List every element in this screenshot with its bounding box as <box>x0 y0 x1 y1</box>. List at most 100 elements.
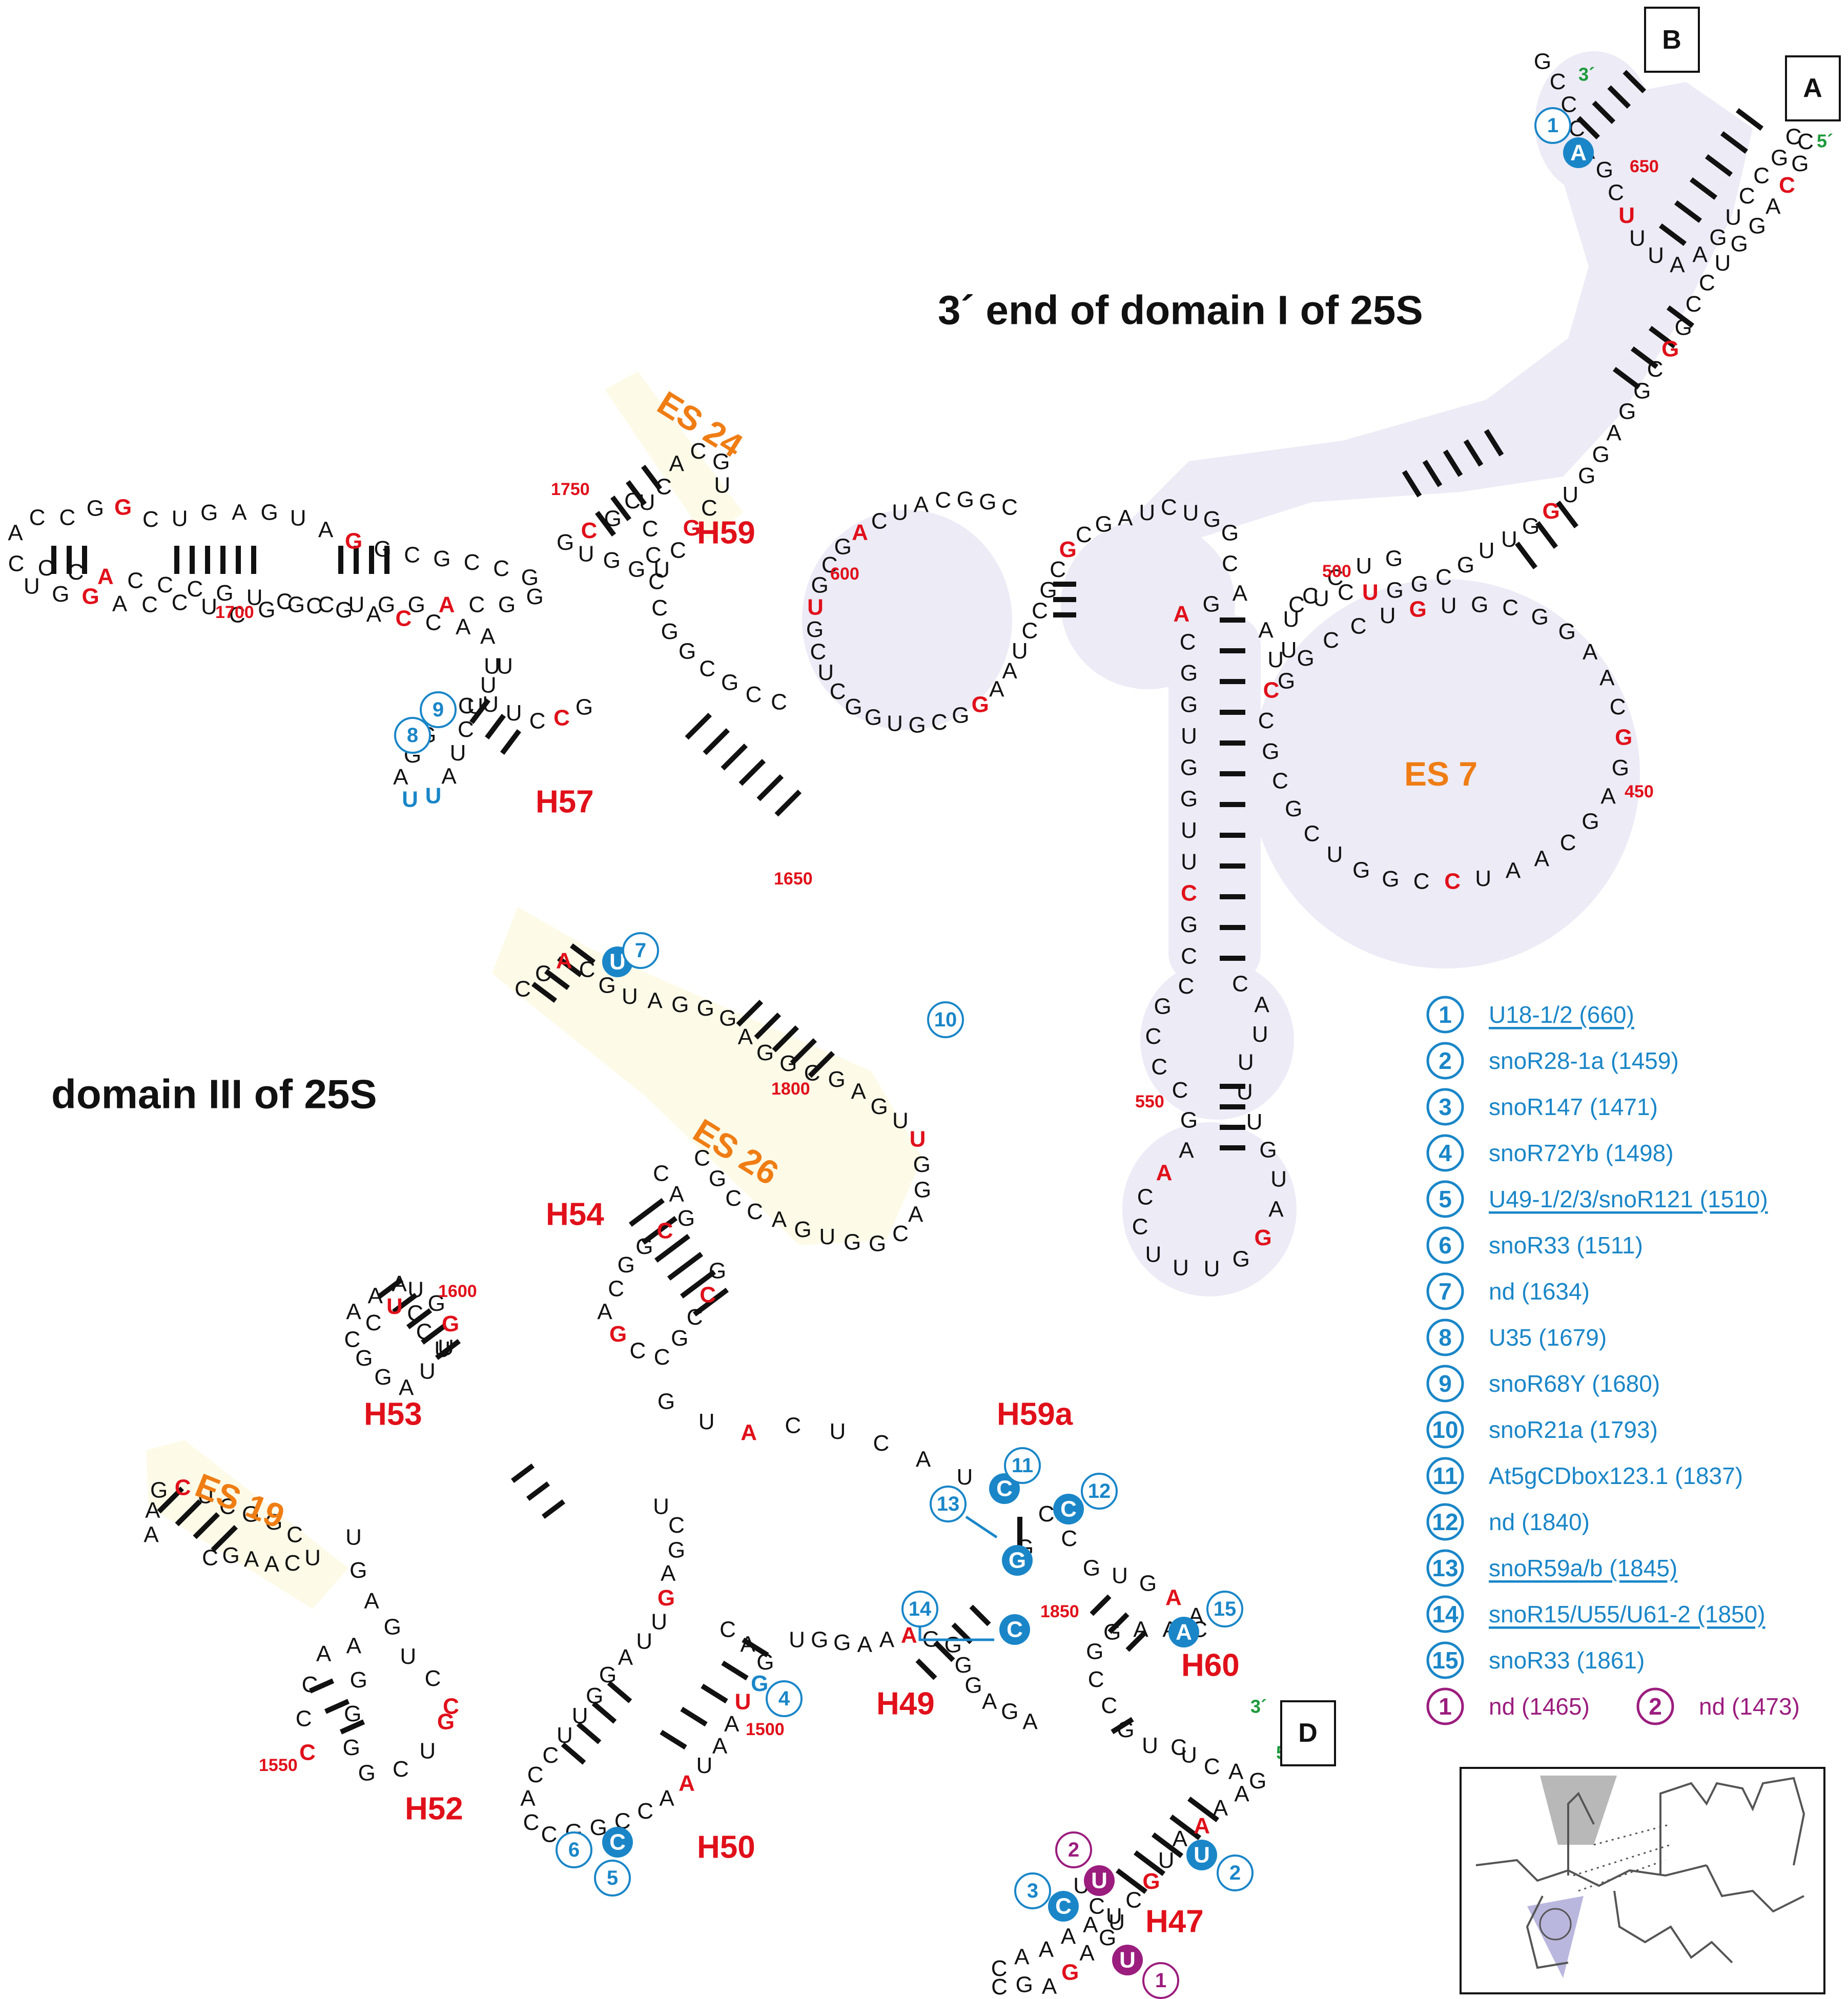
nucleotide: C <box>276 589 293 614</box>
nucleotide: C <box>1178 974 1195 999</box>
nucleotide: U <box>1715 251 1731 276</box>
svg-text:6: 6 <box>568 1839 580 1861</box>
nucleotide: G <box>1233 1246 1250 1271</box>
base-pair <box>1690 177 1717 200</box>
legend-label: snoR147 (1471) <box>1489 1094 1658 1120</box>
nucleotide: G <box>350 1558 367 1583</box>
nucleotide: G <box>870 1094 888 1119</box>
nucleotide: G <box>1086 1639 1103 1664</box>
nucleotide: C <box>175 1475 191 1500</box>
nucleotide: U <box>1648 243 1664 268</box>
position-550: 550 <box>1135 1092 1164 1111</box>
nucleotide: U <box>1181 849 1197 874</box>
nucleotide: A <box>232 500 247 525</box>
nucleotide: C <box>365 1310 382 1335</box>
legend-label: snoR33 (1511) <box>1489 1232 1643 1259</box>
site-callout: 14 <box>901 1591 938 1627</box>
nucleotide: C <box>542 1743 559 1768</box>
nucleotide: G <box>586 1683 603 1708</box>
nucleotide: U <box>467 694 483 719</box>
base-pair <box>654 1234 690 1263</box>
nucleotide: G <box>709 1259 726 1284</box>
base-pair <box>1613 367 1640 389</box>
nucleotide: C <box>1435 565 1452 590</box>
nucleotide: C <box>608 1276 624 1301</box>
base-pair <box>680 1270 716 1299</box>
nucleotide: A <box>879 1627 895 1652</box>
nucleotide: C <box>654 1345 670 1370</box>
title-domain-iii: domain III of 25S <box>51 1071 377 1117</box>
nucleotide: A <box>740 1632 755 1657</box>
nucleotide: A <box>1194 1813 1210 1838</box>
nucleotide: C <box>1288 592 1305 617</box>
nucleotide: G <box>1749 214 1766 239</box>
base-pair <box>721 1660 749 1681</box>
nucleotide: G <box>712 449 730 474</box>
nucleotide: C <box>541 1822 558 1847</box>
nucleotide: C <box>581 518 598 543</box>
nucleotide: C <box>645 543 662 568</box>
base-pair <box>193 1512 220 1539</box>
nucleotide: C <box>771 690 787 715</box>
nucleotide: U <box>892 500 908 525</box>
nucleotide: U <box>1475 866 1491 891</box>
position-500: 500 <box>1322 562 1351 581</box>
nucleotide: C <box>1032 599 1048 624</box>
nucleotide: G <box>1731 232 1748 257</box>
nucleotide: A <box>368 1283 383 1308</box>
nucleotide: C <box>1171 1735 1187 1760</box>
modified-site-blue: C <box>1048 1891 1079 1922</box>
nucleotide: G <box>150 1477 168 1502</box>
nucleotide: G <box>1039 578 1057 603</box>
nucleotide: C <box>655 475 672 500</box>
nucleotide: U <box>172 506 188 531</box>
nucleotide: C <box>668 1513 685 1538</box>
nucleotide: C <box>747 1199 763 1224</box>
helix-h60: H60 <box>1181 1648 1240 1683</box>
nucleotide: A <box>1599 666 1615 691</box>
nucleotide: A <box>393 765 408 790</box>
nucleotide: A <box>669 1182 685 1207</box>
nucleotide: A <box>1583 640 1598 665</box>
base-pair <box>435 1339 461 1360</box>
nucleotide: G <box>1385 546 1403 571</box>
nucleotide: C <box>785 1413 801 1438</box>
nucleotide: U <box>450 740 466 766</box>
nucleotide: A <box>989 677 1004 702</box>
nucleotide: C <box>1172 1078 1188 1103</box>
nucleotide: C <box>407 1301 423 1326</box>
nucleotide: C <box>1272 768 1288 793</box>
nucleotide: A <box>724 1712 740 1737</box>
nucleotide: G <box>1059 537 1077 562</box>
nucleotide: A <box>1213 1796 1228 1821</box>
svg-text:9: 9 <box>433 698 444 721</box>
nucleotide: C <box>187 576 203 602</box>
nucleotide: C <box>535 961 551 986</box>
base-pair <box>1705 154 1733 177</box>
nucleotide: C <box>1302 584 1319 609</box>
base-pair-bonds <box>51 70 1763 1894</box>
nucleotide: G <box>343 1735 360 1760</box>
base-pair <box>915 1658 937 1680</box>
nucleotide: G <box>952 703 969 728</box>
nucleotide: C <box>991 1974 1008 1999</box>
nucleotide: A <box>441 764 457 789</box>
nucleotide: A <box>346 1633 362 1658</box>
nucleotide: C <box>1137 1185 1154 1210</box>
nucleotide: U <box>1181 818 1197 843</box>
nucleotide: U <box>506 700 522 726</box>
nucleotide: C <box>725 1186 742 1211</box>
base-pair <box>754 1012 782 1040</box>
position-1850: 1850 <box>1040 1602 1079 1621</box>
nucleotide: G <box>671 992 689 1017</box>
base-pair <box>1484 429 1504 457</box>
nucleotide: A <box>1118 506 1133 531</box>
legend-label: snoR15/U55/U61-2 (1850) <box>1489 1601 1765 1627</box>
nucleotide: G <box>521 565 539 590</box>
nucleotide: A <box>1258 618 1274 643</box>
nucleotide: U <box>622 984 638 1009</box>
base-pair <box>693 1288 729 1316</box>
nucleotide: G <box>1180 692 1198 717</box>
